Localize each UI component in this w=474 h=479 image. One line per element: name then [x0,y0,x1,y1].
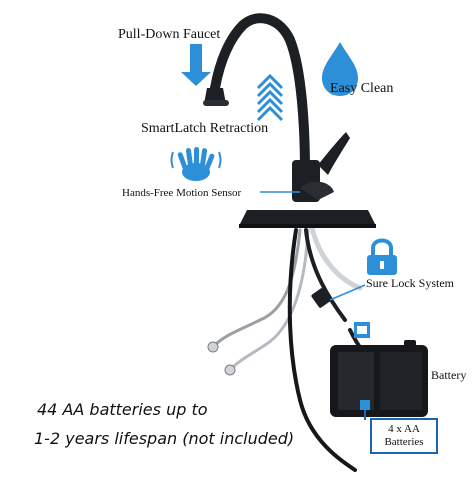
aa-batteries-box: 4 x AA Batteries [370,418,438,454]
hose-fittings [207,288,331,376]
sure-lock-label: Sure Lock System [366,276,454,290]
water-drop-icon [322,42,358,96]
faucet-body [239,132,376,228]
down-arrow-icon [181,44,211,86]
hands-free-label: Hands-Free Motion Sensor [122,187,242,199]
battery-control-box [330,322,428,420]
supply-hoses [213,225,364,472]
hand-wave-icon [170,147,222,181]
caption-line-2: 1-2 years lifespan (not included) [34,429,295,448]
battery-label: Battery [431,368,467,382]
pull-down-faucet-label: Pull-Down Faucet [118,27,221,42]
padlock-icon [367,238,397,275]
smartlatch-label: SmartLatch Retraction [141,121,269,136]
up-chevrons-icon [256,73,284,122]
easy-clean-label: Easy Clean [330,81,394,96]
faucet-spout [203,13,310,177]
caption-line-1: 44 AA batteries up to [37,400,208,419]
aa-batteries-label: Batteries [384,436,424,448]
aa-count-label: 4 x AA [388,423,420,435]
callout-lines [260,191,366,301]
